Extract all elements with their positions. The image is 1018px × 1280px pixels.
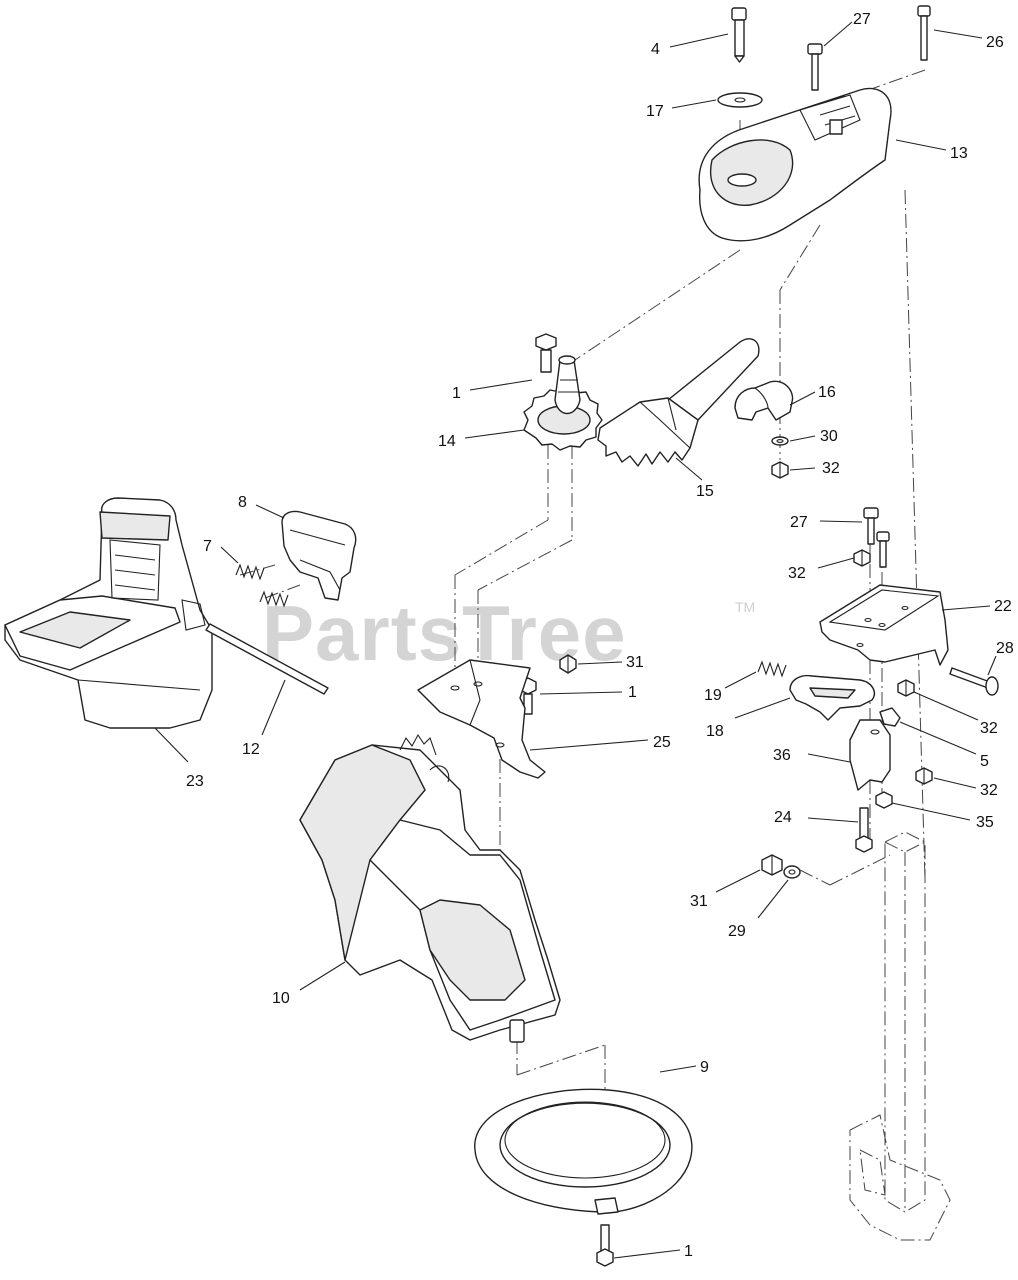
callout-26: 26 [986,34,1004,51]
part-17-washer [717,92,763,108]
part-13-housing [698,87,892,242]
part-30-washer [771,436,789,446]
callout-5: 5 [980,753,989,770]
callout-9: 9 [700,1059,709,1076]
callout-18: 18 [706,723,724,740]
part-32-nut-b [853,549,871,567]
part-19-spring [757,660,787,678]
callout-12: 12 [242,741,260,758]
part-32-nut-d [915,767,933,785]
callout-4: 4 [651,41,660,58]
callout-22: 22 [994,598,1012,615]
part-5-clip [879,707,901,727]
part-27-bolt-b [863,507,879,545]
part-24-bolt [855,807,873,853]
part-36-cam-bracket [849,719,891,791]
part-12-rod [205,623,329,695]
callout-28: 28 [996,640,1014,657]
part-1-screw-top [535,333,557,373]
callout-35: 35 [976,814,994,831]
callout-24: 24 [774,809,792,826]
part-22-mounting-plate [819,584,949,666]
part-27-bolt [807,43,823,91]
callout-27b: 27 [790,514,808,531]
part-35-nut [875,791,893,809]
part-10-discharge-chute [299,733,561,1043]
callout-13: 13 [950,145,968,162]
callout-7: 7 [203,538,212,555]
part-9-ring [474,1088,693,1215]
part-1-screw-bottom [596,1224,614,1267]
callout-29: 29 [728,923,746,940]
callout-1: 1 [452,385,461,402]
part-27-bolt-c [876,531,890,568]
callout-32b: 32 [788,565,806,582]
part-7-springs [235,563,289,608]
part-28-pin [949,667,999,696]
callout-36: 36 [773,747,791,764]
callout-16: 16 [818,384,836,401]
leader-lines [154,21,997,1259]
part-32-nut-c [897,679,915,697]
part-8-cover [281,510,357,601]
callout-8: 8 [238,494,247,511]
part-4-pin [731,7,747,63]
callout-14: 14 [438,433,456,450]
part-15-deflector-handle [597,338,760,467]
callout-15: 15 [696,483,714,500]
control-shaft-tube [849,831,951,1241]
callout-1b: 1 [628,684,637,701]
part-16-clamp [734,380,794,421]
callout-23: 23 [186,773,204,790]
callout-labels: 4 27 26 17 13 1 14 16 30 32 15 8 7 27 32… [186,11,1014,1260]
part-18-lever [789,674,876,721]
callout-17: 17 [646,103,664,120]
part-29-washer [783,865,801,879]
callout-32d: 32 [980,782,998,799]
callout-27: 27 [853,11,871,28]
callout-30: 30 [820,428,838,445]
part-26-bolt [917,5,931,61]
callout-32: 32 [822,460,840,477]
callout-31b: 31 [690,893,708,910]
part-23-chute-base [4,497,213,729]
part-14-gear [523,355,603,451]
part-31-nut-a [559,654,577,674]
part-31-nut-b [761,854,783,876]
watermark-trademark: TM [735,599,755,615]
callout-19: 19 [704,687,722,704]
callout-32c: 32 [980,720,998,737]
part-32-nut-a [771,461,789,479]
callout-1c: 1 [684,1243,693,1260]
callout-10: 10 [272,990,290,1007]
callout-31: 31 [626,654,644,671]
callout-25: 25 [653,734,671,751]
part-25-bracket [417,659,546,779]
